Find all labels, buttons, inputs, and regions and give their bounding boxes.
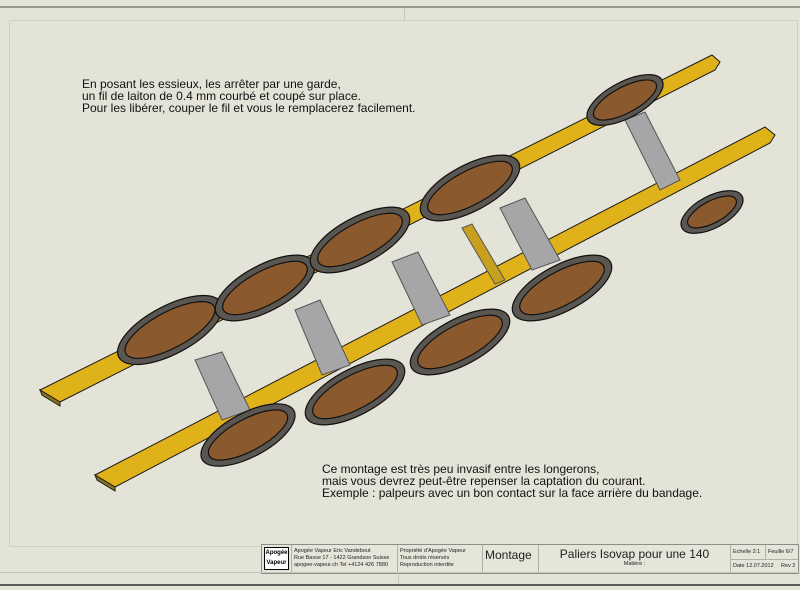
material-label: Matière : — [623, 561, 646, 567]
axle — [391, 251, 451, 326]
sheet-number: Feuille 6/7 — [768, 549, 794, 555]
address-line: apogee-vapeur.ch Tel +4124 426 7880 — [294, 562, 388, 568]
address-line: Rue Basse 17 - 1422 Grandson Suisse — [294, 555, 390, 561]
bottom-note-line: mais vous devrez peut-être repenser la c… — [322, 474, 646, 488]
wheel-lower-2 — [304, 358, 406, 426]
drawing-title: Paliers Isovap pour une 140 — [559, 547, 710, 561]
property-line: Propriété d'Apogée Vapeur — [400, 548, 466, 554]
address-line: Apogée Vapeur Eric Vandebout — [294, 548, 371, 554]
bottom-note-line: Exemple : palpeurs avec un bon contact s… — [322, 486, 703, 500]
wheel-upper-4 — [419, 154, 521, 222]
lower-band-divider — [398, 573, 399, 584]
date: Date 12.07.2012 — [733, 563, 774, 569]
top-note-line: un fil de laiton de 0.4 mm courbé et cou… — [82, 89, 361, 103]
bottom-note-line: Ce montage est très peu invasif entre le… — [322, 462, 600, 476]
lower-band — [0, 572, 800, 585]
lower-rail-edge — [93, 473, 116, 492]
sheet-top-divider — [404, 8, 405, 20]
axle — [499, 197, 561, 271]
logo-text: Apogée — [265, 550, 288, 556]
wheel-lower-3 — [409, 308, 511, 376]
scale: Echelle 2:1 — [733, 549, 761, 555]
revision: Rev 2 — [781, 563, 796, 569]
wheel-upper-2 — [214, 254, 316, 322]
drawing-type: Montage — [483, 545, 539, 573]
logo-text: Vapeur — [266, 560, 287, 566]
property-line: Reproduction interdite — [400, 562, 454, 568]
wheel-lower-4 — [511, 254, 613, 322]
top-note: En posant les essieux, les arrêter par u… — [82, 78, 416, 114]
axle — [624, 111, 681, 191]
wheel-lower-5 — [680, 190, 744, 234]
bottom-note: Ce montage est très peu invasif entre le… — [322, 463, 702, 499]
sheet-bottom-line — [0, 584, 800, 586]
sheet-info: Echelle 2:1 Feuille 6/7 Date 12.07.2012 … — [731, 545, 798, 573]
wheel-upper-5 — [586, 74, 664, 126]
top-note-line: Pour les libérer, couper le fil et vous … — [82, 101, 416, 115]
upper-rail-edge — [38, 388, 61, 407]
axle — [294, 299, 351, 376]
wheel-lower-1 — [200, 403, 296, 467]
brass-rod — [461, 223, 506, 285]
property-line: Tous droits réservés — [400, 555, 450, 561]
top-note-line: En posant les essieux, les arrêter par u… — [82, 77, 341, 91]
wheel-upper-1 — [116, 294, 224, 366]
title-cell: Paliers Isovap pour une 140 Matière : — [539, 545, 731, 573]
wheel-upper-3 — [309, 206, 411, 274]
sheet-top-line — [0, 6, 800, 8]
axle — [194, 351, 251, 421]
axles — [194, 111, 681, 421]
